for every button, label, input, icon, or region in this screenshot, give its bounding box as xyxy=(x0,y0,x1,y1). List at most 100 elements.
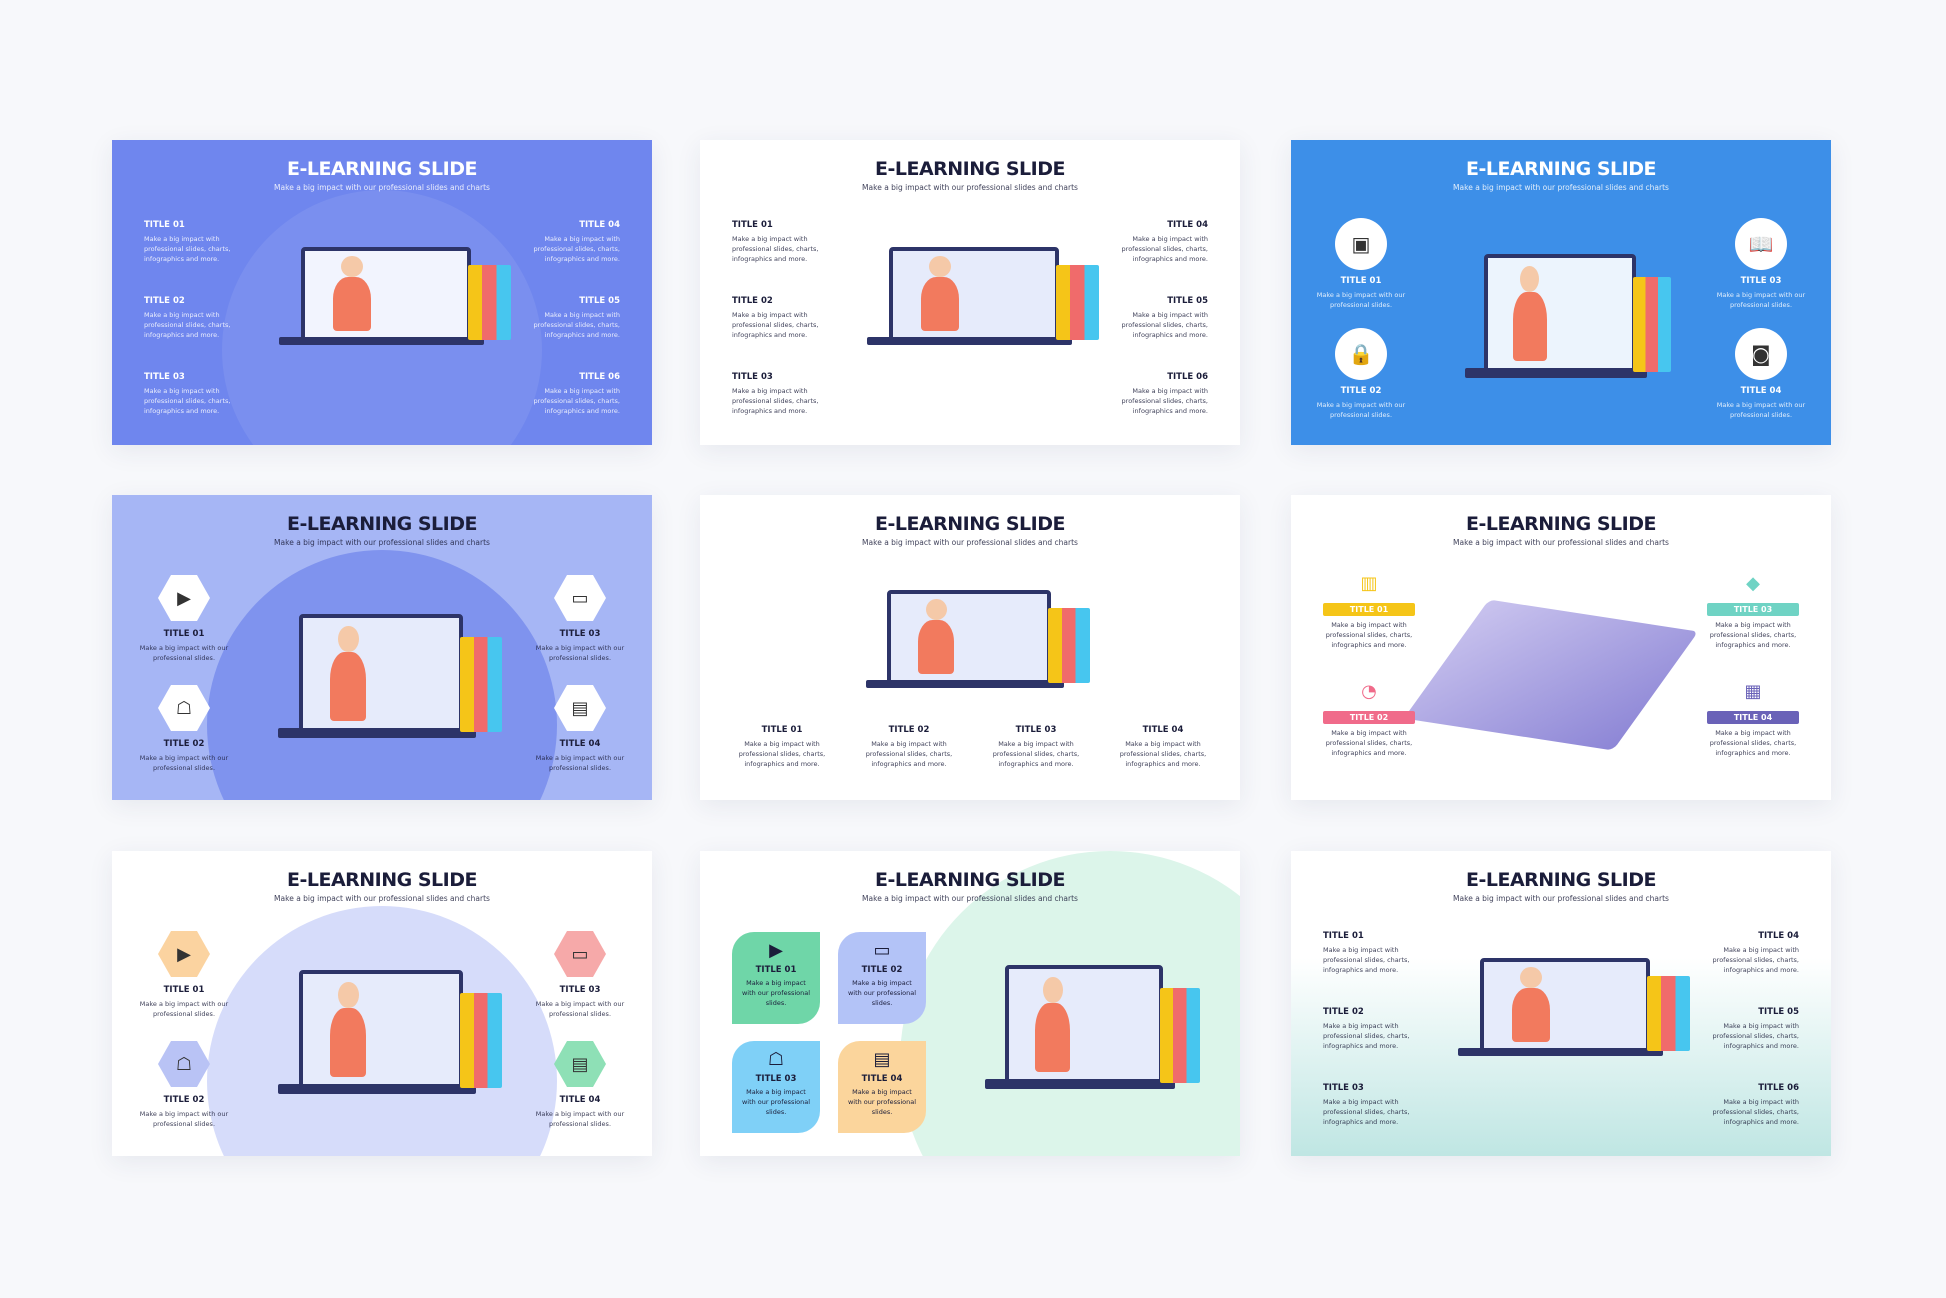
item-description: Make a big impact with professional slid… xyxy=(732,387,819,415)
item-title: TITLE 03 xyxy=(1740,276,1782,286)
item-title: TITLE 02 xyxy=(732,296,773,306)
item-title: TITLE 01 xyxy=(1323,603,1415,616)
content-item: TITLE 05 Make a big impact with professio… xyxy=(1108,296,1208,340)
item-title: TITLE 04 xyxy=(579,220,620,230)
teacher-icon: ☖ xyxy=(158,685,210,731)
person-illustration xyxy=(1513,292,1547,361)
books-illustration xyxy=(1633,277,1672,372)
item-title: TITLE 01 xyxy=(755,965,797,975)
slide-card[interactable]: E-LEARNING SLIDE Make a big impact with o… xyxy=(700,851,1240,1156)
item-title: TITLE 01 xyxy=(1340,276,1382,286)
item-description: Make a big impact with professional slid… xyxy=(1323,1098,1410,1126)
item-description: Make a big impact with our professional … xyxy=(535,1110,625,1128)
content-item: TITLE 05 Make a big impact with professio… xyxy=(520,296,620,340)
slide-card[interactable]: E-LEARNING SLIDE Make a big impact with o… xyxy=(112,851,652,1156)
person-head-illustration xyxy=(337,981,359,1009)
lock-icon: 🔒 xyxy=(1335,328,1387,380)
item-description: Make a big impact with professional slid… xyxy=(738,740,826,768)
item-title: TITLE 04 xyxy=(559,739,601,749)
books-illustration xyxy=(1647,976,1691,1051)
item-description: Make a big impact with professional slid… xyxy=(1323,1022,1410,1050)
isometric-desk-illustration xyxy=(1403,599,1699,751)
slide-title: E-LEARNING SLIDE xyxy=(1466,869,1656,891)
slide-subtitle: Make a big impact with our professional … xyxy=(274,538,490,547)
item-description: Make a big impact with professional slid… xyxy=(144,311,231,339)
item-description: Make a big impact with our professional … xyxy=(139,754,229,772)
slide-title: E-LEARNING SLIDE xyxy=(875,869,1065,891)
item-description: Make a big impact with professional slid… xyxy=(1712,1098,1799,1126)
item-description: Make a big impact with professional slid… xyxy=(1325,729,1413,757)
monitor-icon: ▭ xyxy=(873,940,891,961)
laptop-base-illustration xyxy=(279,337,485,345)
laptop-base-illustration xyxy=(1465,368,1648,378)
item-title: TITLE 02 xyxy=(1323,1007,1364,1017)
item-description: Make a big impact with professional slid… xyxy=(992,740,1080,768)
item-description: Make a big impact with our professional … xyxy=(1716,291,1806,309)
item-description: Make a big impact with professional slid… xyxy=(533,235,620,263)
item-title: TITLE 02 xyxy=(144,296,185,306)
item-description: Make a big impact with our professional … xyxy=(741,979,811,1007)
item-title: TITLE 02 xyxy=(888,725,930,735)
item-description: Make a big impact with professional slid… xyxy=(1119,740,1207,768)
slide-title: E-LEARNING SLIDE xyxy=(287,158,477,180)
person-head-illustration xyxy=(1520,265,1540,293)
person-illustration xyxy=(1512,988,1550,1042)
item-description: Make a big impact with professional slid… xyxy=(1121,311,1208,339)
person-head-illustration xyxy=(341,256,363,277)
item-description: Make a big impact with professional slid… xyxy=(1709,621,1797,649)
laptop-base-illustration xyxy=(278,728,476,738)
item-description: Make a big impact with professional slid… xyxy=(865,740,953,768)
item-description: Make a big impact with our professional … xyxy=(1716,401,1806,419)
illustration xyxy=(960,931,1210,1121)
item-title: TITLE 04 xyxy=(1740,386,1782,396)
laptop-screen-illustration xyxy=(1484,254,1637,373)
video-laptop-icon: ▶ xyxy=(769,940,783,961)
person-illustration xyxy=(330,652,367,721)
books-illustration xyxy=(460,993,502,1088)
item-description: Make a big impact with our professional … xyxy=(139,1110,229,1128)
item-title: TITLE 05 xyxy=(579,296,620,306)
illustration xyxy=(252,220,522,370)
slide-subtitle: Make a big impact with our professional … xyxy=(274,894,490,903)
item-description: Make a big impact with our professional … xyxy=(139,644,229,662)
item-description: Make a big impact with our professional … xyxy=(535,754,625,772)
laptop-screen-illustration xyxy=(298,614,463,733)
slide-title: E-LEARNING SLIDE xyxy=(287,869,477,891)
books-illustration xyxy=(1048,608,1090,683)
slide-title: E-LEARNING SLIDE xyxy=(875,158,1065,180)
laptop-base-illustration xyxy=(866,680,1064,688)
item-title: TITLE 03 xyxy=(144,372,185,382)
monitor-icon: ▭ xyxy=(554,575,606,621)
video-call-icon: ▣ xyxy=(1335,218,1387,270)
person-illustration xyxy=(918,620,955,674)
laptop-base-illustration xyxy=(1458,1048,1664,1056)
item-title: TITLE 05 xyxy=(1167,296,1208,306)
laptop-screen-illustration xyxy=(1005,965,1163,1084)
item-description: Make a big impact with professional slid… xyxy=(533,311,620,339)
item-title: TITLE 01 xyxy=(1323,931,1364,941)
illustration xyxy=(1441,220,1681,410)
person-head-illustration xyxy=(1042,976,1063,1004)
content-item: TITLE 04 Make a big impact with professio… xyxy=(520,220,620,264)
laptop-list-icon: ▤ xyxy=(873,1049,891,1070)
item-title: TITLE 04 xyxy=(1167,220,1208,230)
